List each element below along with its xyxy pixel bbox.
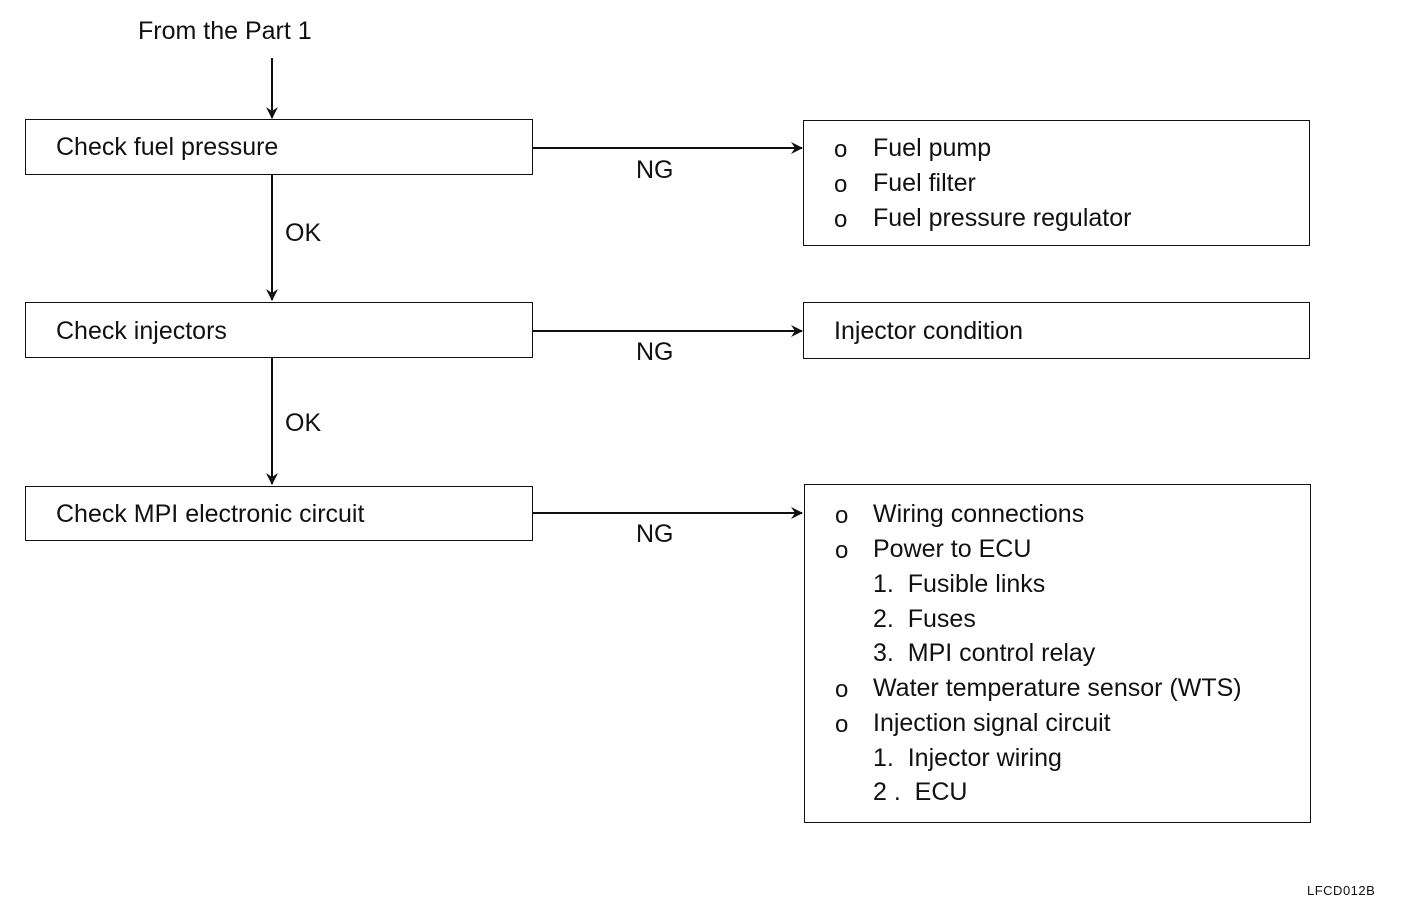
bullet-marker: o [834, 206, 848, 233]
result-subitem: 2 . ECU [873, 778, 968, 806]
result-subitem: 3. MPI control relay [873, 639, 1096, 667]
step-label: Check injectors [56, 317, 227, 345]
result-subitem: 1. Injector wiring [873, 744, 1062, 772]
start-label: From the Part 1 [138, 17, 312, 45]
result-subitem: 2. Fuses [873, 605, 976, 633]
ng-label: NG [636, 520, 674, 548]
bullet-marker: o [835, 502, 849, 529]
bullet-marker: o [834, 171, 848, 198]
result-item: Wiring connections [873, 500, 1085, 528]
result-fuel-system: o Fuel pump o Fuel filter o Fuel pressur… [803, 120, 1310, 246]
result-item: Fuel filter [873, 169, 976, 197]
result-item: Water temperature sensor (WTS) [873, 674, 1242, 702]
result-item: Fuel pressure regulator [873, 204, 1132, 232]
ok-label: OK [285, 219, 322, 247]
step-label: Check MPI electronic circuit [56, 500, 365, 528]
result-item: Injection signal circuit [873, 709, 1111, 737]
step-check-injectors: Check injectors [25, 302, 533, 358]
result-injector: Injector condition [803, 302, 1310, 359]
bullet-marker: o [835, 711, 849, 738]
result-item: Power to ECU [873, 535, 1032, 563]
ng-label: NG [636, 156, 674, 184]
step-check-fuel-pressure: Check fuel pressure [25, 119, 533, 175]
result-subitem: 1. Fusible links [873, 570, 1046, 598]
bullet-marker: o [834, 136, 848, 163]
bullet-marker: o [835, 676, 849, 703]
step-label: Check fuel pressure [56, 133, 279, 161]
result-mpi-circuit: o Wiring connections o Power to ECU 1. F… [804, 484, 1311, 823]
step-check-mpi-circuit: Check MPI electronic circuit [25, 486, 533, 541]
ng-label: NG [636, 338, 674, 366]
ok-label: OK [285, 409, 322, 437]
result-item: Fuel pump [873, 134, 992, 162]
result-item: Injector condition [834, 317, 1024, 345]
bullet-marker: o [835, 537, 849, 564]
figure-code: LFCD012B [1307, 883, 1376, 898]
